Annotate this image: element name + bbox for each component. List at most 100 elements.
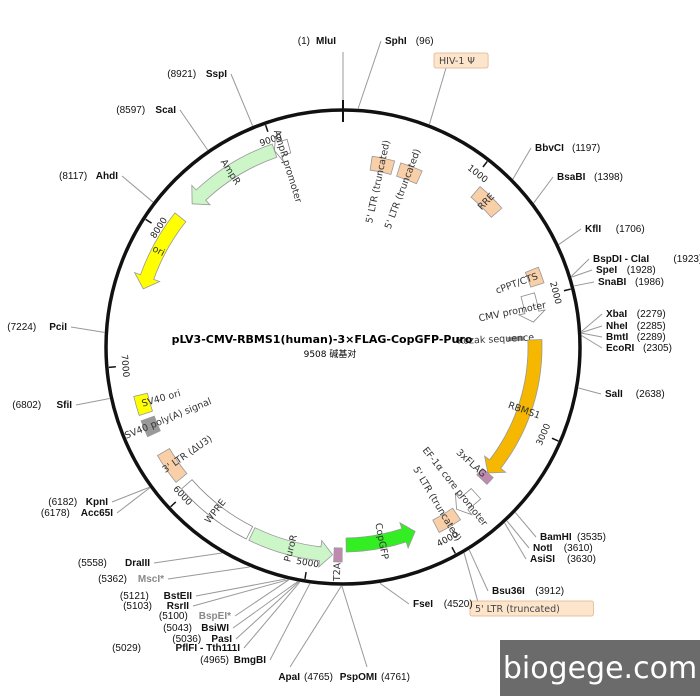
feature-puror bbox=[248, 527, 334, 568]
site-name: RsrII bbox=[167, 601, 189, 612]
site-position: (5558) bbox=[78, 558, 107, 569]
site-position: (6182) bbox=[48, 497, 77, 508]
site-name: BmtI bbox=[606, 332, 628, 343]
site-position: (4761) bbox=[381, 672, 410, 683]
tick-label: 2000 bbox=[547, 281, 562, 306]
site-leader bbox=[514, 512, 537, 538]
site-leader bbox=[167, 566, 250, 580]
plasmid-size: 9508 碱基对 bbox=[304, 348, 357, 360]
feature-rre bbox=[470, 186, 503, 218]
site-position: (6802) bbox=[12, 400, 41, 411]
site-leader bbox=[192, 579, 289, 607]
feature-label-ori: ori bbox=[150, 244, 166, 259]
feature-label-5-ltr-truncated: 5' LTR (truncated) bbox=[410, 465, 463, 543]
feature-ori bbox=[133, 212, 187, 290]
boxed-feature-tag bbox=[469, 600, 594, 617]
feature-cmv-promoter bbox=[517, 292, 547, 323]
site-position: (2305) bbox=[643, 343, 672, 354]
watermark: biogege.com bbox=[500, 640, 700, 696]
site-name: PspOMI bbox=[340, 672, 377, 683]
feature-3-ltr-u3 bbox=[156, 447, 188, 483]
site-name: BspDI - ClaI bbox=[593, 254, 649, 265]
site-name: SspI bbox=[206, 69, 227, 80]
site-name: ScaI bbox=[155, 105, 176, 116]
site-position: (5121) bbox=[120, 591, 149, 602]
feature-5-ltr-truncated bbox=[369, 155, 396, 176]
site-name: Acc65I bbox=[81, 508, 113, 519]
site-leader bbox=[506, 520, 530, 549]
site-leader-lines bbox=[70, 40, 603, 668]
feature-label-3xflag: 3xFLAG bbox=[454, 447, 488, 480]
feature-ef-1-core-promoter bbox=[454, 487, 482, 516]
site-leader bbox=[581, 325, 603, 333]
tick-mark bbox=[451, 546, 456, 554]
site-leader bbox=[111, 486, 150, 503]
site-leader bbox=[289, 585, 342, 668]
site-name: AhdI bbox=[96, 171, 118, 182]
plasmid-backbone-circle bbox=[104, 108, 582, 586]
tick-mark bbox=[304, 571, 307, 580]
feature-kozak-sequence bbox=[507, 336, 525, 342]
feature-label-cppt-cts: cPPT/CTS bbox=[494, 271, 539, 296]
site-name: SfiI bbox=[56, 400, 72, 411]
boxed-feature-tag bbox=[433, 52, 489, 69]
feature-copgfp bbox=[345, 521, 416, 553]
site-leader bbox=[341, 585, 368, 668]
site-leader bbox=[121, 175, 154, 203]
site-name: NheI bbox=[606, 321, 628, 332]
tick-mark bbox=[264, 124, 269, 132]
site-name: PflFI - Tth111I bbox=[176, 643, 241, 654]
site-position: (2289) bbox=[637, 332, 666, 343]
site-position: (3535) bbox=[577, 532, 606, 543]
site-position: (1923) bbox=[673, 254, 700, 265]
site-name: MluI bbox=[316, 36, 336, 47]
site-leader bbox=[235, 581, 300, 640]
site-leader bbox=[571, 269, 593, 278]
site-leader bbox=[232, 581, 298, 629]
site-leader bbox=[116, 487, 151, 514]
feature-sv40-poly-a-signal bbox=[140, 415, 161, 438]
site-leader bbox=[581, 335, 603, 349]
site-position: (3610) bbox=[564, 543, 593, 554]
feature-cppt-cts bbox=[524, 266, 545, 288]
site-leader bbox=[230, 73, 254, 126]
site-position: (2279) bbox=[637, 309, 666, 320]
site-name: EcoRI bbox=[606, 343, 635, 354]
boxed-feature-label: 5' LTR (truncated) bbox=[475, 604, 560, 615]
site-position: (8921) bbox=[167, 69, 196, 80]
tick-mark bbox=[551, 437, 559, 442]
site-leader bbox=[558, 228, 582, 245]
restriction-site-labels: MluI(1)SphI(96)HIV-1 ΨBbvCI(1197)BsaBI(1… bbox=[7, 36, 700, 683]
site-leader bbox=[468, 549, 489, 592]
site-position: (8117) bbox=[59, 171, 87, 182]
site-leader bbox=[581, 332, 603, 338]
site-position: (1706) bbox=[616, 224, 645, 235]
site-name: BbvCI bbox=[535, 143, 564, 154]
feature-ampr-promoter bbox=[274, 136, 292, 162]
site-leader bbox=[75, 398, 110, 406]
site-name: BsiWI bbox=[201, 623, 229, 634]
site-name: KflI bbox=[585, 224, 601, 235]
site-position: (5362) bbox=[98, 574, 127, 585]
site-leader bbox=[512, 147, 532, 180]
site-leader bbox=[428, 67, 447, 125]
site-name: DraIII bbox=[125, 558, 150, 569]
feature-label-kozak-sequence: Kozak sequence bbox=[457, 332, 534, 347]
site-position: (6178) bbox=[41, 508, 70, 519]
site-leader bbox=[533, 176, 554, 204]
site-leader bbox=[578, 387, 602, 395]
site-leader bbox=[504, 522, 527, 560]
tick-label: 1000 bbox=[465, 164, 489, 186]
site-leader bbox=[570, 258, 590, 277]
site-leader bbox=[581, 313, 603, 332]
site-position: (96) bbox=[416, 36, 434, 47]
site-leader bbox=[573, 281, 595, 287]
site-name: PciI bbox=[49, 322, 67, 333]
site-name: NotI bbox=[533, 543, 553, 554]
tick-mark bbox=[482, 161, 488, 168]
feature-label-sv40-ori: SV40 ori bbox=[141, 388, 182, 410]
feature-layer: 5' LTR (truncated)5' LTR (truncated)RREc… bbox=[123, 129, 547, 583]
feature-ampr bbox=[191, 143, 278, 206]
tick-mark bbox=[108, 365, 116, 369]
